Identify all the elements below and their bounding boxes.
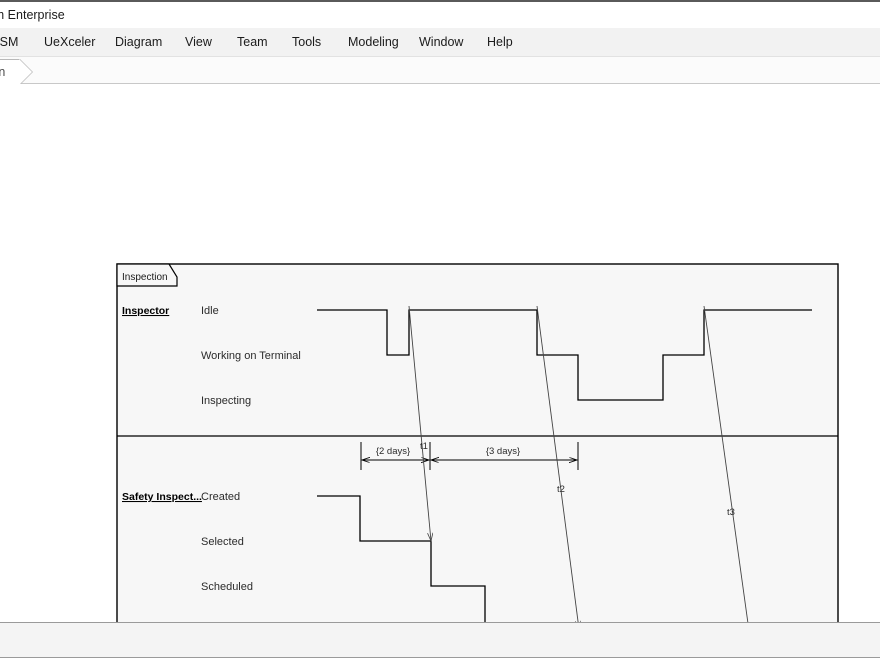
message-arrow-t1[interactable] [408,305,431,541]
message-label-t2: t2 [557,484,565,495]
menu-item-diagram[interactable]: Diagram [115,35,163,49]
duration-constraint-label-0: {2 days} [376,446,410,457]
menu-item-tsm[interactable]: TSM [0,35,19,49]
state-label-1-0: Created [201,491,240,503]
title-bar: radigm Enterprise [0,0,880,28]
menu-item-tools[interactable]: Tools [292,35,322,49]
message-label-t1: t1 [420,441,428,452]
frame-name-tag [116,263,178,287]
message-arrow-t3[interactable] [703,305,755,622]
duration-constraint-label-1: {3 days} [486,446,520,457]
tab-strip: pection [0,57,880,85]
window-title: radigm Enterprise [0,8,65,22]
status-bar [0,622,880,658]
message-label-t3: t3 [727,507,735,518]
menu-item-uexceler[interactable]: UeXceler [44,35,96,49]
duration-label-bg-0 [369,444,417,457]
menu-bar[interactable]: TSM UeXceler Diagram View Team Tools Modeling W… [0,28,880,57]
menu-item-help[interactable]: Help [487,35,513,49]
duration-label-bg-1 [479,444,527,457]
lifeline-name-0[interactable]: Inspector [122,305,169,317]
menu-item-modeling[interactable]: Modeling [348,35,399,49]
state-label-1-2: Scheduled [201,581,253,593]
menu-item-team[interactable]: Team [237,35,268,49]
menu-item-view[interactable]: View [185,35,212,49]
state-label-0-2: Inspecting [201,395,251,407]
state-label-0-0: Idle [201,305,219,317]
menu-item-window[interactable]: Window [419,35,464,49]
state-label-1-1: Selected [201,536,244,548]
tab-inspection[interactable]: pection [0,59,34,85]
waveform-inspector[interactable] [317,309,812,401]
waveform-safety-inspection[interactable] [317,495,812,622]
diagram-frame[interactable] [116,263,839,622]
lifeline-name-1[interactable]: Safety Inspect... [122,491,202,503]
message-arrow-t2[interactable] [536,305,579,622]
state-label-0-1: Working on Terminal [201,350,301,362]
frame-label: Inspection [122,272,168,283]
